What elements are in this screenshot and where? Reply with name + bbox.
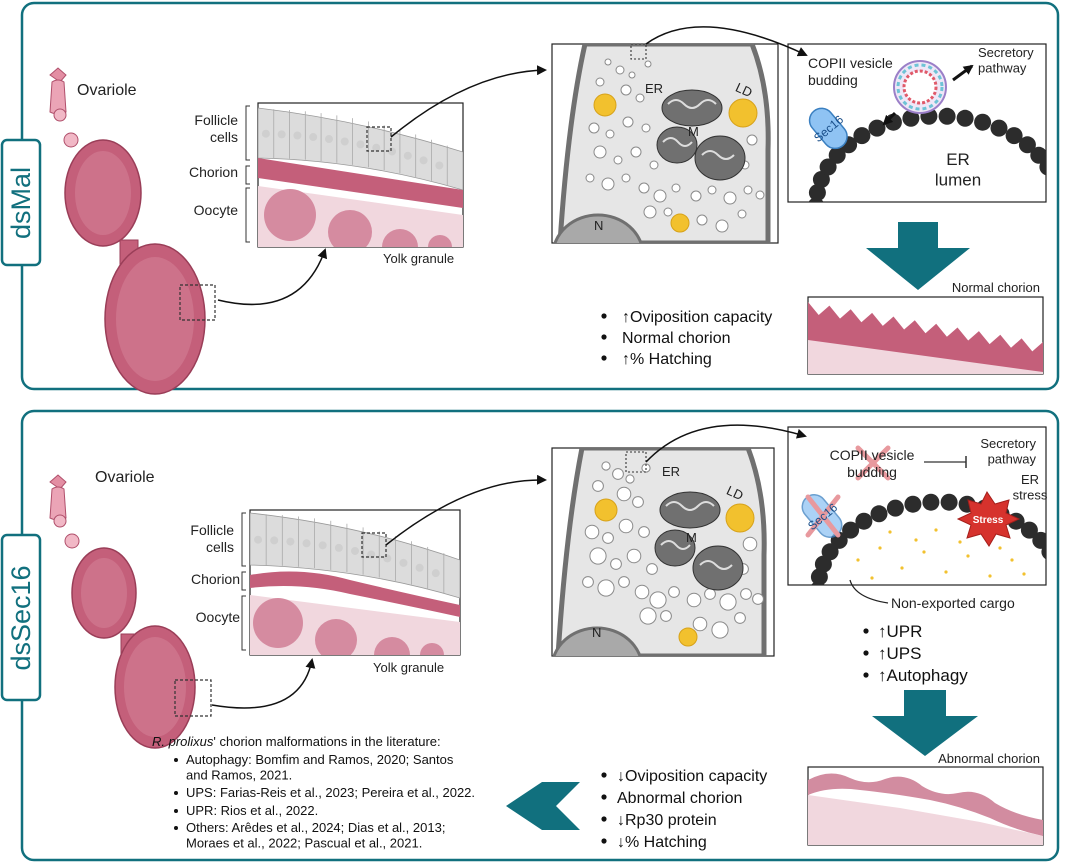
bottom-bracket-oocyte — [241, 595, 246, 651]
bottom-condition-label-box — [0, 533, 42, 702]
top-condition-label-box — [0, 138, 42, 267]
top-condition-label: dsMal — [6, 167, 36, 239]
top-arrow-ovariole-to-tissue — [217, 248, 328, 306]
stress-starburst — [956, 491, 1021, 547]
literature-item-2: UPS: Farias-Reis et al., 2023; Pereira e… — [186, 785, 475, 800]
top-oocyte-label: Oocyte — [194, 202, 239, 218]
top-er-detail-box — [787, 43, 1047, 203]
top-arrow-tissue-to-cell — [390, 65, 547, 138]
bottom-outcome-2: Abnormal chorion — [617, 790, 742, 807]
cargo-pointer — [849, 579, 889, 604]
top-chorion-title: Normal chorion — [952, 280, 1040, 295]
bottom-bracket-follicle — [241, 512, 246, 567]
bottom-ovariole-label: Ovariole — [95, 469, 155, 486]
literature-title: R. prolixus' chorion malformations in th… — [152, 734, 441, 749]
bottom-cell-er-label: ER — [662, 464, 680, 479]
bottom-outcome-4: ↓% Hatching — [617, 834, 707, 851]
top-outcome-3: ↑% Hatching — [622, 351, 712, 368]
top-ovariole-label: Ovariole — [77, 82, 137, 99]
bottom-oocyte-label: Oocyte — [196, 609, 241, 625]
bottom-response-1: ↑UPR — [878, 622, 922, 641]
top-cell-box — [551, 43, 779, 244]
bottom-ovariole — [49, 474, 212, 749]
top-cell-n-label: N — [594, 218, 603, 233]
bottom-arrow-tissue-to-cell — [385, 474, 547, 546]
bottom-big-down-arrow — [872, 690, 978, 756]
top-cell-ld-label: LD — [733, 80, 754, 101]
literature-title-species: R. prolixus — [152, 734, 214, 749]
literature-item-4: Others: Arêdes et al., 2024; Dias et al.… — [186, 820, 445, 851]
bottom-bracket-chorion — [241, 571, 246, 591]
bottom-stress-label: Stress — [973, 515, 1004, 526]
literature-item-3: UPR: Rios et al., 2022. — [186, 803, 318, 818]
top-big-down-arrow — [866, 222, 970, 290]
bottom-tissue-box — [249, 509, 461, 656]
bottom-cell-box — [551, 447, 775, 657]
bottom-chorion-box — [807, 766, 1044, 846]
bottom-outcome-3: ↓Rp30 protein — [617, 812, 717, 829]
bottom-response-3: ↑Autophagy — [878, 666, 968, 685]
top-outcome-2: Normal chorion — [622, 330, 730, 347]
bottom-arrow-ovariole-to-tissue — [211, 658, 316, 709]
bottom-cargo-label: Non-exported cargo — [891, 595, 1015, 611]
top-ovariole — [49, 67, 216, 395]
bottom-arrow-cell-to-er — [645, 424, 807, 463]
bottom-outcome-bullets — [601, 772, 607, 844]
top-bracket-follicle — [245, 105, 250, 161]
bottom-cell-m-label: M — [686, 530, 697, 545]
top-outcome-list — [601, 313, 607, 361]
top-bracket-oocyte — [245, 187, 250, 243]
top-outcome-1: ↑Oviposition capacity — [622, 309, 772, 326]
top-chorion-label: Chorion — [189, 164, 238, 180]
bottom-response-2: ↑UPS — [878, 644, 921, 663]
top-cell-m-label: M — [688, 124, 699, 139]
bottom-chorion-title: Abnormal chorion — [938, 751, 1040, 766]
bottom-cell-n-label: N — [592, 625, 601, 640]
literature-item-1: Autophagy: Bomfim and Ramos, 2020; Santo… — [186, 752, 454, 783]
bottom-big-left-arrow — [506, 782, 580, 830]
bottom-response-bullets — [863, 628, 869, 678]
bottom-cell-ld-label: LD — [724, 483, 745, 504]
top-chorion-box — [807, 296, 1044, 375]
bottom-outcome-1: ↓Oviposition capacity — [617, 768, 767, 785]
bottom-yolk-label: Yolk granule — [373, 660, 444, 675]
top-yolk-label: Yolk granule — [383, 251, 454, 266]
literature-title-rest: ' chorion malformations in the literatur… — [213, 734, 440, 749]
top-cell-er-label: ER — [645, 81, 663, 96]
top-tissue-box — [257, 102, 464, 248]
top-bracket-chorion — [245, 165, 250, 185]
bottom-chorion-label: Chorion — [191, 571, 240, 587]
literature-box: R. prolixus' chorion malformations in th… — [152, 734, 475, 851]
top-arrow-cell-to-er — [645, 26, 808, 57]
bottom-condition-label: dsSec16 — [6, 565, 36, 670]
bottom-er-detail-box — [787, 426, 1047, 586]
